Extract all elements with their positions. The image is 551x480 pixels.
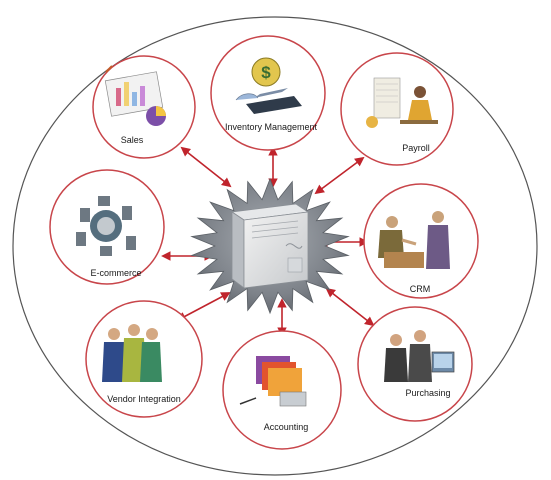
module-crm[interactable]: CRM [363, 183, 479, 299]
vendor-people-icon [102, 324, 162, 382]
module-label: CRM [410, 284, 431, 294]
arrow-payroll [314, 156, 365, 195]
payroll-clerk-icon [366, 77, 438, 128]
module-label: E-commerce [90, 268, 141, 278]
module-label: Sales [121, 135, 144, 145]
crm-handshake-icon [378, 211, 450, 269]
module-label: Accounting [264, 422, 309, 432]
arrow-purchasing [325, 287, 375, 327]
module-label: Payroll [402, 143, 430, 153]
module-vendor-integration[interactable]: Vendor Integration [85, 300, 203, 418]
module-payroll[interactable]: Payroll [340, 52, 454, 166]
module-e-commerce[interactable]: E-commerce [49, 169, 165, 285]
inventory-laptop-icon: $ [235, 57, 302, 114]
outer-ellipse [12, 16, 538, 476]
module-purchasing[interactable]: Purchasing [357, 306, 473, 422]
hub [190, 177, 350, 315]
module-label: Purchasing [405, 388, 450, 398]
ecommerce-globe-icon [76, 196, 136, 256]
node-ring [363, 183, 479, 299]
module-inventory-management[interactable]: $ Inventory Management [210, 35, 326, 151]
server-icon [230, 203, 310, 289]
module-accounting[interactable]: Accounting [222, 330, 342, 450]
svg-text:$: $ [261, 63, 271, 82]
module-label: Inventory Management [225, 122, 318, 132]
module-label: Vendor Integration [107, 394, 181, 404]
arrow-sales [180, 146, 232, 188]
sales-chart-icon [104, 65, 166, 126]
arrow-vendor [176, 292, 231, 321]
accounting-folders-icon [239, 356, 307, 407]
purchasing-team-icon [384, 330, 455, 382]
module-sales[interactable]: Sales [92, 55, 196, 159]
